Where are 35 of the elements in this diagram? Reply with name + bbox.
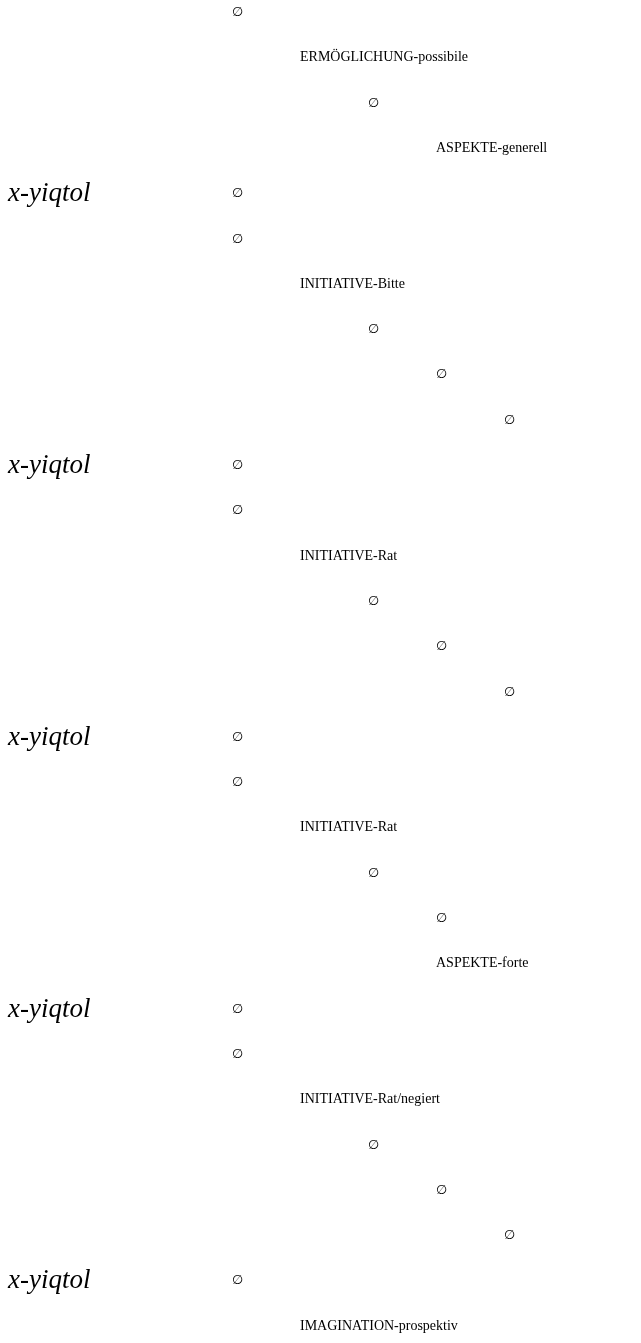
empty-set-symbol: ∅ — [232, 186, 244, 200]
gloss-label: IMAGINATION-prospektiv — [300, 1318, 458, 1333]
empty-set-symbol: ∅ — [504, 1228, 516, 1242]
verb-form-label: x-yiqtol — [8, 722, 91, 750]
empty-set-symbol: ∅ — [436, 1182, 448, 1196]
verb-form-label: x-yiqtol — [8, 994, 91, 1022]
gloss-label: ERMÖGLICHUNG-possibile — [300, 50, 468, 65]
empty-set-symbol: ∅ — [232, 729, 244, 743]
empty-set-symbol: ∅ — [368, 1137, 380, 1151]
empty-set-symbol: ∅ — [436, 367, 448, 381]
empty-set-symbol: ∅ — [368, 95, 380, 109]
empty-set-symbol: ∅ — [504, 684, 516, 698]
empty-set-symbol: ∅ — [232, 5, 244, 18]
gloss-label: INITIATIVE-Rat/negiert — [300, 1092, 440, 1107]
empty-set-symbol: ∅ — [232, 458, 244, 471]
empty-set-symbol: ∅ — [368, 593, 380, 607]
verb-form-label: x-yiqtol — [8, 1266, 91, 1294]
empty-set-symbol: ∅ — [368, 322, 380, 336]
empty-set-symbol: ∅ — [436, 639, 448, 653]
gloss-label: INITIATIVE-Rat — [300, 548, 398, 563]
gloss-label: INITIATIVE-Rat — [300, 820, 398, 835]
empty-set-symbol: ∅ — [504, 412, 516, 426]
gloss-label: ASPEKTE-forte — [436, 956, 529, 971]
empty-set-symbol: ∅ — [436, 911, 448, 924]
empty-set-symbol: ∅ — [368, 865, 380, 879]
gloss-label: ASPEKTE-generell — [436, 140, 548, 155]
verb-form-label: x-yiqtol — [8, 451, 91, 478]
empty-set-symbol: ∅ — [232, 1273, 244, 1287]
gloss-label: INITIATIVE-Bitte — [300, 276, 405, 291]
empty-set-symbol: ∅ — [232, 1001, 244, 1015]
verb-form-label: x-yiqtol — [8, 179, 91, 207]
empty-set-symbol: ∅ — [232, 1046, 244, 1060]
empty-set-symbol: ∅ — [232, 231, 244, 245]
empty-set-symbol: ∅ — [232, 503, 244, 517]
empty-set-symbol: ∅ — [232, 775, 244, 789]
